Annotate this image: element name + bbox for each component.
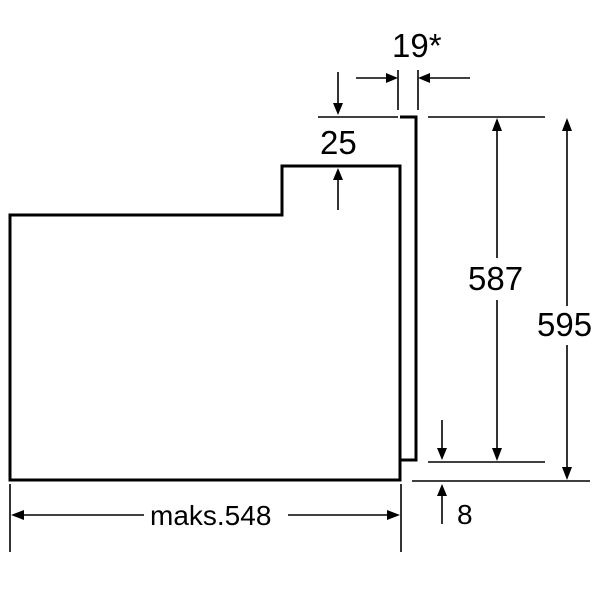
step-label: 25 [320, 124, 357, 161]
depth-label: maks.548 [150, 500, 271, 531]
top-gap-label: 19* [392, 27, 442, 64]
bottom-gap-arrow-down-head [437, 448, 447, 460]
bottom-gap-label: 8 [457, 499, 473, 530]
step-arrow-down-head [333, 103, 343, 115]
step-arrow-up-head [333, 168, 343, 180]
depth-arrow-left-head [11, 510, 24, 520]
depth-arrow-right-head [387, 510, 400, 520]
top-gap-arrow-left-head [386, 73, 398, 83]
inner-height-arrow-down [492, 448, 502, 461]
inner-height-arrow-up [492, 118, 502, 131]
inner-height-label: 587 [468, 260, 523, 297]
top-gap-arrow-right-head [418, 73, 430, 83]
bottom-gap-arrow-up-head [437, 484, 447, 496]
total-height-arrow-up [562, 118, 572, 131]
oven-body-outline [8, 164, 402, 482]
front-panel-outline [400, 115, 418, 462]
total-height-arrow-down [562, 467, 572, 480]
total-height-label: 595 [537, 306, 592, 343]
